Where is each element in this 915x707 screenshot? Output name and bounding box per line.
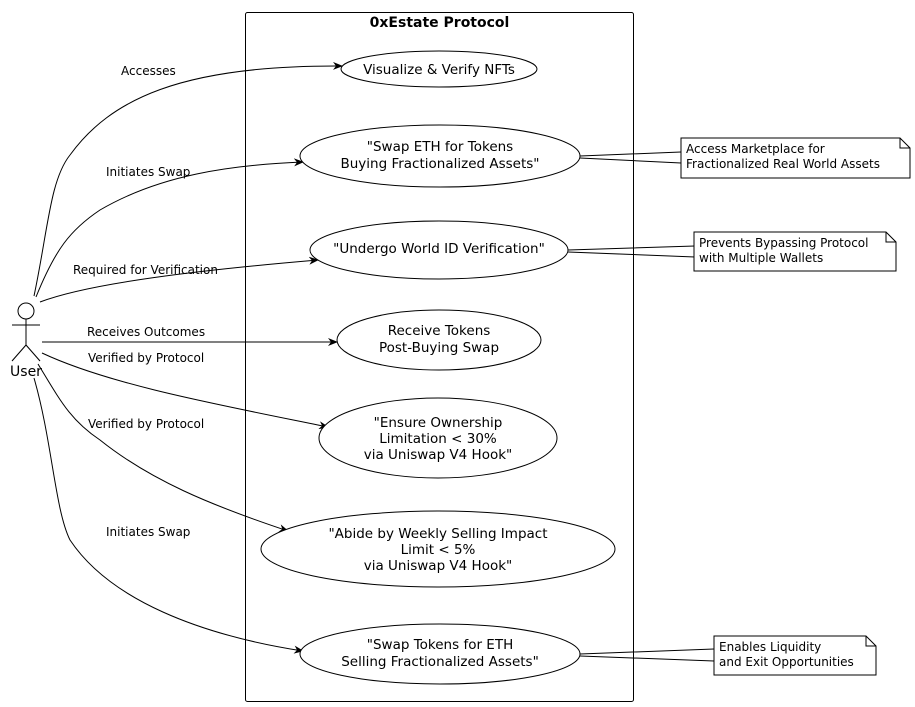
use-case-weekly-selling-impact: "Abide by Weekly Selling Impact Limit < …: [260, 510, 616, 588]
actor-right-leg: [25, 344, 41, 362]
edge-label: Accesses: [121, 64, 176, 78]
use-case-label: Receive Tokens: [388, 323, 491, 339]
edges: [33, 61, 343, 654]
note-text: Prevents Bypassing Protocol: [699, 236, 868, 250]
use-case-label: "Swap ETH for Tokens: [367, 139, 513, 155]
edge-label: Receives Outcomes: [87, 325, 205, 339]
system-title: 0xEstate Protocol: [370, 15, 510, 31]
use-case-label: Visualize & Verify NFTs: [363, 62, 515, 78]
note-text: Access Marketplace for: [686, 142, 825, 156]
edge-label: Initiates Swap: [106, 525, 190, 539]
edge-initiates-swap-sell: [33, 377, 304, 654]
edge-verified-selling: [37, 363, 289, 532]
note-text: and Exit Opportunities: [719, 655, 854, 669]
use-case-label: Limitation < 30%: [379, 431, 497, 447]
note-marketplace: Access Marketplace for Fractionalized Re…: [680, 137, 911, 179]
use-case-label: "Ensure Ownership: [374, 415, 503, 431]
user-actor: User: [10, 302, 42, 380]
use-case-label: "Abide by Weekly Selling Impact: [328, 526, 547, 542]
actor-label: User: [10, 364, 42, 380]
use-case-label: Buying Fractionalized Assets": [340, 156, 539, 172]
use-case-swap-eth-for-tokens: "Swap ETH for Tokens Buying Fractionaliz…: [299, 124, 581, 188]
use-case-label: via Uniswap V4 Hook": [364, 447, 513, 463]
use-case-ownership-limitation: "Ensure Ownership Limitation < 30% via U…: [318, 397, 558, 479]
edge-required-for-verification: [39, 256, 319, 303]
actor-head-icon: [17, 302, 35, 320]
edge-verified-ownership: [41, 352, 329, 430]
system-boundary: [245, 12, 634, 702]
edge-label: Required for Verification: [73, 263, 218, 277]
edge-accesses: [33, 61, 343, 297]
note-connector-liquidity: [579, 648, 715, 662]
note-connector-bypassing: [567, 245, 696, 258]
note-connectors: [567, 151, 715, 662]
note-connector-marketplace: [579, 151, 682, 164]
use-case-receive-tokens: Receive Tokens Post-Buying Swap: [336, 309, 542, 371]
actor-left-leg: [11, 344, 27, 362]
edge-label: Verified by Protocol: [88, 351, 204, 365]
use-case-swap-tokens-for-eth: "Swap Tokens for ETH Selling Fractionali…: [299, 623, 581, 685]
edge-initiates-swap-buy: [35, 158, 304, 298]
note-text: Fractionalized Real World Assets: [686, 157, 880, 171]
use-case-visualize-verify: Visualize & Verify NFTs: [340, 50, 538, 88]
note-text: Enables Liquidity: [719, 640, 821, 654]
use-case-label: "Undergo World ID Verification": [333, 241, 545, 257]
note-bypassing: Prevents Bypassing Protocol with Multipl…: [693, 231, 897, 272]
edge-label: Initiates Swap: [106, 165, 190, 179]
edge-label: Verified by Protocol: [88, 417, 204, 431]
use-case-label: "Swap Tokens for ETH: [367, 637, 513, 653]
note-liquidity: Enables Liquidity and Exit Opportunities: [713, 635, 877, 676]
use-case-label: Selling Fractionalized Assets": [341, 654, 539, 670]
use-case-label: Post-Buying Swap: [379, 340, 499, 356]
use-case-label: via Uniswap V4 Hook": [364, 558, 513, 574]
use-case-world-id-verification: "Undergo World ID Verification": [309, 220, 569, 280]
note-text: with Multiple Wallets: [699, 251, 823, 265]
use-case-label: Limit < 5%: [401, 542, 476, 558]
